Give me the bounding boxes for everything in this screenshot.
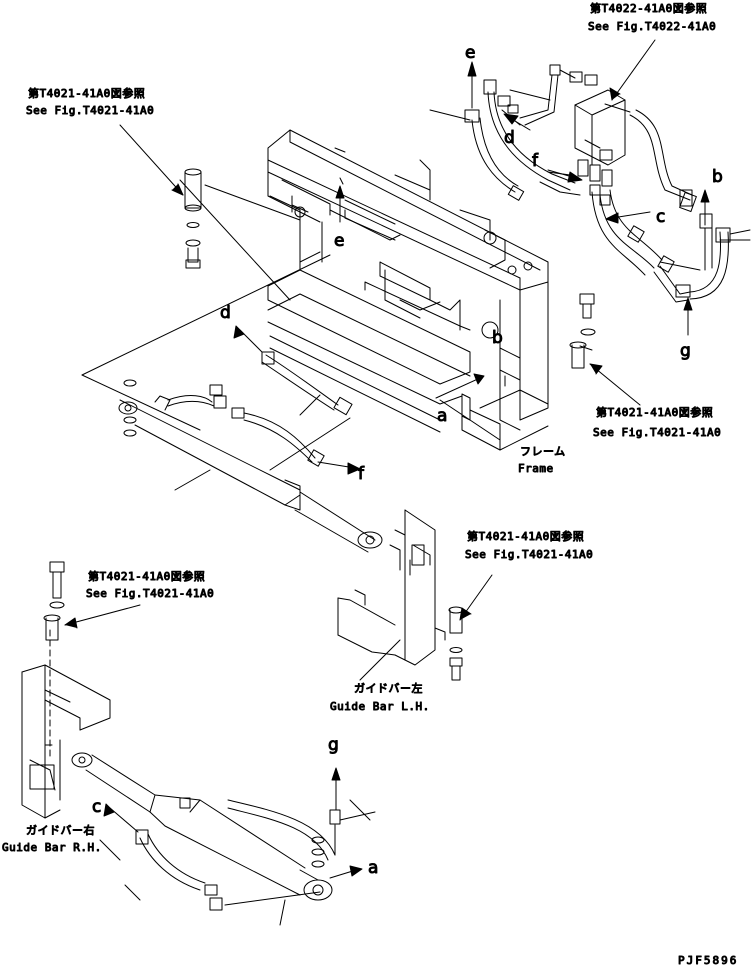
ref-t4021-mid-en: See Fig.T4021-41A0 bbox=[465, 548, 593, 561]
callout-b-mid: b bbox=[492, 328, 503, 348]
callout-f-mid: f bbox=[358, 464, 365, 484]
ref-t4021-right-ja: 第T4021-41A0図参照 bbox=[596, 405, 713, 419]
ref-t4021-lower-ja: 第T4021-41A0図参照 bbox=[88, 569, 205, 583]
label-frame-ja: フレーム bbox=[520, 445, 566, 458]
callout-c-top: c bbox=[656, 207, 665, 227]
callout-f-top: f bbox=[532, 151, 539, 171]
valve-and-hoses bbox=[464, 64, 751, 303]
pin-and-bolt-upper-left bbox=[184, 168, 202, 269]
callout-e-mid: e bbox=[334, 231, 344, 251]
label-guide-bar-rh-en: Guide Bar R.H. bbox=[2, 841, 102, 854]
callout-c-low: c bbox=[92, 797, 101, 817]
label-guide-bar-rh-ja: ガイドバー右 bbox=[26, 823, 95, 837]
callout-b-top: b bbox=[712, 167, 723, 187]
callout-e-top: e bbox=[465, 43, 475, 63]
guide-bar-lh bbox=[337, 509, 464, 681]
label-guide-bar-lh-ja: ガイドバー左 bbox=[354, 682, 423, 695]
ref-t4021-right-en: See Fig.T4021-41A0 bbox=[593, 426, 721, 439]
callout-a-mid: a bbox=[437, 406, 447, 426]
ref-t4021-left-en: See Fig.T4021-41A0 bbox=[26, 104, 154, 117]
ref-t4021-lower-en: See Fig.T4021-41A0 bbox=[86, 587, 214, 600]
callout-arrows bbox=[103, 61, 710, 879]
guide-bar-rh bbox=[21, 561, 111, 819]
ref-t4022-en: See Fig.T4022-41A0 bbox=[588, 20, 716, 33]
pin-and-bolt-mid-right bbox=[569, 293, 596, 369]
ref-t4021-mid-ja: 第T4021-41A0図参照 bbox=[467, 529, 584, 543]
cylinder-lower bbox=[71, 752, 341, 911]
label-guide-bar-lh-en: Guide Bar L.H. bbox=[330, 700, 430, 713]
ref-t4021-left-ja: 第T4021-41A0図参照 bbox=[28, 86, 145, 100]
ref-t4022-ja: 第T4022-41A0図参照 bbox=[590, 1, 707, 15]
drawing-code: PJF5896 bbox=[678, 954, 738, 967]
callout-g-low: g bbox=[328, 735, 339, 755]
leader-lines bbox=[64, 39, 751, 926]
callout-d-left: d bbox=[220, 303, 231, 323]
callout-a-low: a bbox=[368, 858, 378, 878]
frame-assembly bbox=[267, 129, 549, 451]
cylinder-upper bbox=[118, 351, 383, 553]
label-frame-en: Frame bbox=[518, 462, 554, 475]
callout-d-top: d bbox=[504, 128, 515, 148]
callout-g-top: g bbox=[680, 341, 691, 361]
